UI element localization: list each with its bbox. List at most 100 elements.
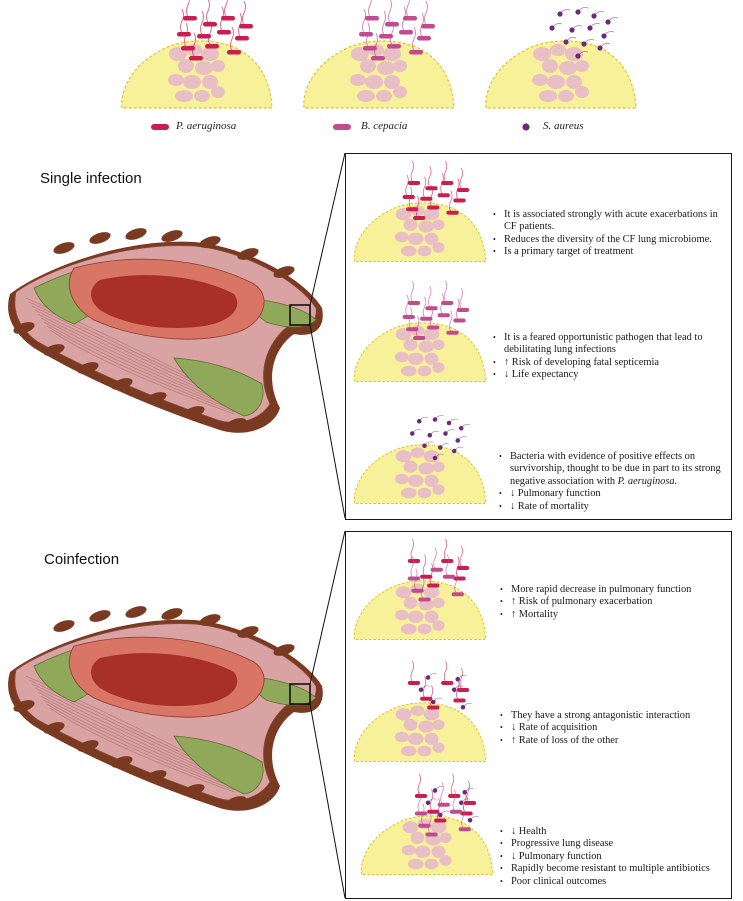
flagellum bbox=[445, 554, 449, 576]
flagellum bbox=[424, 441, 434, 446]
host-cell bbox=[394, 231, 409, 243]
host-cell bbox=[394, 351, 409, 363]
b-cepacia-cell bbox=[418, 823, 431, 828]
panel-single-infection: It is associated strongly with acute exa… bbox=[345, 153, 732, 520]
p-aeruginosa-cell bbox=[446, 210, 459, 215]
flagellum bbox=[457, 436, 467, 441]
flagellum bbox=[433, 547, 437, 569]
host-cell bbox=[539, 90, 557, 102]
wall-striation bbox=[43, 321, 235, 411]
host-cell bbox=[423, 328, 440, 341]
flagellum bbox=[417, 773, 421, 796]
host-cell bbox=[178, 59, 194, 73]
host-cell bbox=[393, 60, 407, 72]
bullet-list-coinfection-2: They have a strong antagonistic interact… bbox=[500, 710, 725, 748]
host-cell bbox=[211, 60, 225, 72]
host-cell bbox=[400, 245, 417, 257]
bullet-item: ↓ Rate of mortality bbox=[499, 501, 724, 514]
p-aeruginosa-cell bbox=[181, 46, 195, 51]
flagellum bbox=[454, 571, 458, 594]
flagellum bbox=[443, 280, 448, 303]
p-aeruginosa-cell bbox=[456, 688, 470, 692]
flagellum bbox=[449, 190, 453, 212]
bullet-item: ↓ Life expectancy bbox=[493, 369, 728, 382]
host-cell bbox=[403, 218, 418, 231]
cartilage-ring bbox=[225, 418, 247, 430]
cartilage-ring bbox=[273, 266, 295, 278]
b-cepacia-cell bbox=[420, 316, 433, 321]
host-cell bbox=[432, 362, 445, 373]
flagellum bbox=[440, 292, 444, 315]
cartilage-ring bbox=[183, 406, 205, 418]
bullet-item: Poor clinical outcomes bbox=[500, 876, 725, 889]
bullet-item: They have a strong antagonistic interact… bbox=[500, 710, 725, 723]
airway-lumen bbox=[91, 275, 238, 329]
flagellum bbox=[200, 10, 204, 36]
b-cepacia-cell bbox=[379, 34, 393, 39]
host-cell bbox=[432, 597, 445, 608]
flagellum bbox=[428, 165, 432, 188]
host-cell bbox=[424, 352, 439, 365]
mucus-diagram-single-2 bbox=[353, 280, 487, 383]
cartilage-ring bbox=[237, 626, 259, 638]
cartilage-ring bbox=[145, 392, 167, 404]
bullet-item: More rapid decrease in pulmonary functio… bbox=[500, 584, 725, 597]
flagellum bbox=[418, 417, 429, 422]
flagellum bbox=[422, 176, 427, 198]
host-cell bbox=[407, 232, 424, 245]
flagellum bbox=[559, 9, 571, 15]
host-cell bbox=[376, 90, 392, 102]
legend-swatch-b-cepacia bbox=[333, 124, 351, 130]
flagellum bbox=[577, 7, 589, 13]
flagellum bbox=[230, 26, 234, 52]
host-cell bbox=[407, 610, 424, 623]
wall-striation bbox=[40, 317, 235, 409]
cartilage-ring bbox=[13, 322, 35, 334]
flagellum bbox=[410, 556, 414, 578]
host-cell bbox=[183, 75, 201, 89]
host-cell bbox=[393, 86, 407, 98]
p-aeruginosa-cell bbox=[189, 56, 203, 61]
panel-coinfection: More rapid decrease in pulmonary functio… bbox=[345, 531, 732, 899]
host-cell bbox=[575, 60, 589, 72]
cartilage-ring bbox=[161, 230, 183, 242]
b-cepacia-cell bbox=[453, 318, 466, 323]
flagellum bbox=[429, 185, 434, 207]
host-cell bbox=[417, 487, 432, 499]
flagellum bbox=[224, 0, 228, 18]
host-cell bbox=[400, 365, 417, 377]
flagellum bbox=[422, 554, 427, 576]
bullet-list-single-1: It is associated strongly with acute exa… bbox=[493, 209, 728, 259]
flagellum bbox=[440, 172, 444, 195]
bullet-item: ↓ Pulmonary function bbox=[499, 488, 724, 501]
flagellum bbox=[452, 789, 456, 811]
host-cell bbox=[431, 845, 446, 858]
b-cepacia-cell bbox=[442, 574, 456, 579]
bullet-item: ↓ Rate of acquisition bbox=[500, 722, 725, 735]
host-cell bbox=[418, 720, 435, 733]
host-cell bbox=[542, 59, 558, 73]
flagellum bbox=[420, 685, 430, 690]
flagellum bbox=[220, 6, 224, 32]
flagellum bbox=[583, 39, 595, 45]
host-cell bbox=[384, 75, 400, 89]
flagellum bbox=[415, 315, 420, 338]
mucus-diagram-coinfection-2 bbox=[353, 660, 487, 763]
flagellum bbox=[427, 673, 437, 678]
bullet-item: It is associated strongly with acute exa… bbox=[493, 209, 728, 234]
b-cepacia-cell bbox=[363, 46, 377, 51]
flagellum bbox=[565, 37, 577, 43]
flagellum bbox=[417, 791, 421, 813]
host-cell bbox=[410, 831, 425, 844]
host-cell bbox=[400, 487, 417, 499]
flagellum bbox=[414, 568, 418, 590]
p-aeruginosa-cell bbox=[407, 681, 421, 685]
cartilage-ring bbox=[161, 608, 183, 620]
flagellum bbox=[459, 167, 463, 190]
flagellum bbox=[415, 195, 420, 218]
p-aeruginosa-cell bbox=[456, 566, 470, 570]
flagellum bbox=[421, 803, 425, 825]
flagellum bbox=[410, 660, 414, 683]
flagellum bbox=[440, 782, 444, 804]
flagellum bbox=[412, 26, 416, 52]
